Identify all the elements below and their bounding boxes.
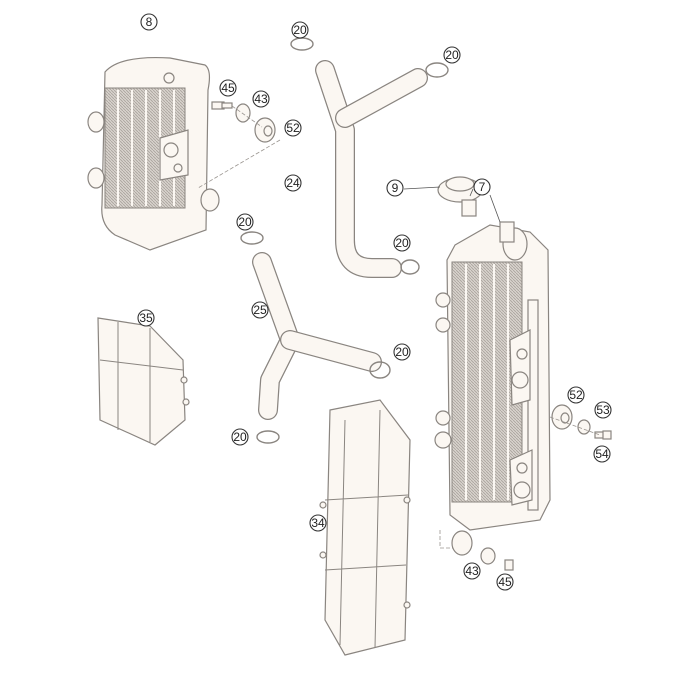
- svg-text:24: 24: [286, 176, 300, 190]
- left-grommet[interactable]: [254, 117, 276, 143]
- callout-54-right-bolt: 54: [593, 445, 611, 463]
- svg-text:34: 34: [311, 516, 325, 530]
- upper-hose[interactable]: [315, 60, 428, 278]
- callout-45-left-bolt: 45: [219, 79, 237, 97]
- svg-text:43: 43: [254, 92, 268, 106]
- callout-8: 8: [140, 13, 158, 31]
- callout-52-right-grommet: 52: [567, 386, 585, 404]
- svg-text:52: 52: [569, 388, 583, 402]
- svg-text:54: 54: [595, 447, 609, 461]
- callout-20-mid-left: 20: [236, 213, 254, 231]
- bottom-grommet[interactable]: [451, 530, 473, 556]
- svg-text:25: 25: [253, 303, 267, 317]
- left-radiator[interactable]: [87, 56, 220, 251]
- left-bolt[interactable]: [211, 101, 233, 110]
- callout-20-top-right: 20: [443, 46, 461, 64]
- bottom-washer[interactable]: [480, 547, 496, 565]
- clamp-lower-right[interactable]: [369, 361, 391, 379]
- callout-43-bottom-washer: 43: [463, 562, 481, 580]
- svg-text:20: 20: [233, 430, 247, 444]
- callout-20-top-left: 20: [291, 21, 309, 39]
- left-washer[interactable]: [235, 103, 251, 123]
- callout-20-mid-right: 20: [393, 234, 411, 252]
- right-washer[interactable]: [577, 419, 591, 435]
- clamp-mid-right[interactable]: [400, 259, 420, 275]
- svg-text:9: 9: [392, 181, 399, 195]
- svg-text:43: 43: [465, 564, 479, 578]
- svg-text:45: 45: [221, 81, 235, 95]
- callout-34-right-shroud: 34: [309, 514, 327, 532]
- svg-text:35: 35: [139, 311, 153, 325]
- right-shroud[interactable]: [319, 399, 411, 656]
- svg-text:20: 20: [238, 215, 252, 229]
- svg-text:53: 53: [596, 403, 610, 417]
- svg-text:20: 20: [395, 236, 409, 250]
- svg-text:8: 8: [146, 15, 153, 29]
- callout-45-bottom-bolt: 45: [496, 573, 514, 591]
- left-shroud[interactable]: [97, 317, 190, 446]
- callout-53-right-washer: 53: [594, 401, 612, 419]
- right-grommet[interactable]: [551, 404, 573, 430]
- right-radiator[interactable]: [434, 221, 551, 531]
- clamp-mid-left[interactable]: [240, 231, 264, 245]
- callout-9-cap: 9: [386, 179, 404, 197]
- svg-text:45: 45: [498, 575, 512, 589]
- callout-52-left-grommet: 52: [284, 119, 302, 137]
- callout-35-left-shroud: 35: [137, 309, 155, 327]
- clamp-top-left[interactable]: [290, 37, 314, 51]
- svg-text:20: 20: [293, 23, 307, 37]
- svg-text:20: 20: [445, 48, 459, 62]
- callout-7-right-radiator: 7: [473, 178, 491, 196]
- callout-20-bottom: 20: [231, 428, 249, 446]
- svg-text:7: 7: [479, 180, 486, 194]
- clamp-top-right[interactable]: [425, 62, 449, 78]
- svg-text:20: 20: [395, 345, 409, 359]
- svg-text:52: 52: [286, 121, 300, 135]
- lower-hose[interactable]: [252, 252, 382, 420]
- clamp-bottom[interactable]: [256, 430, 280, 444]
- callout-43-left-washer: 43: [252, 90, 270, 108]
- right-bolt[interactable]: [594, 430, 612, 440]
- callout-25-lower-hose: 25: [251, 301, 269, 319]
- bottom-bolt[interactable]: [504, 559, 514, 571]
- callout-20-lower-right: 20: [393, 343, 411, 361]
- callout-24-upper-hose: 24: [284, 174, 302, 192]
